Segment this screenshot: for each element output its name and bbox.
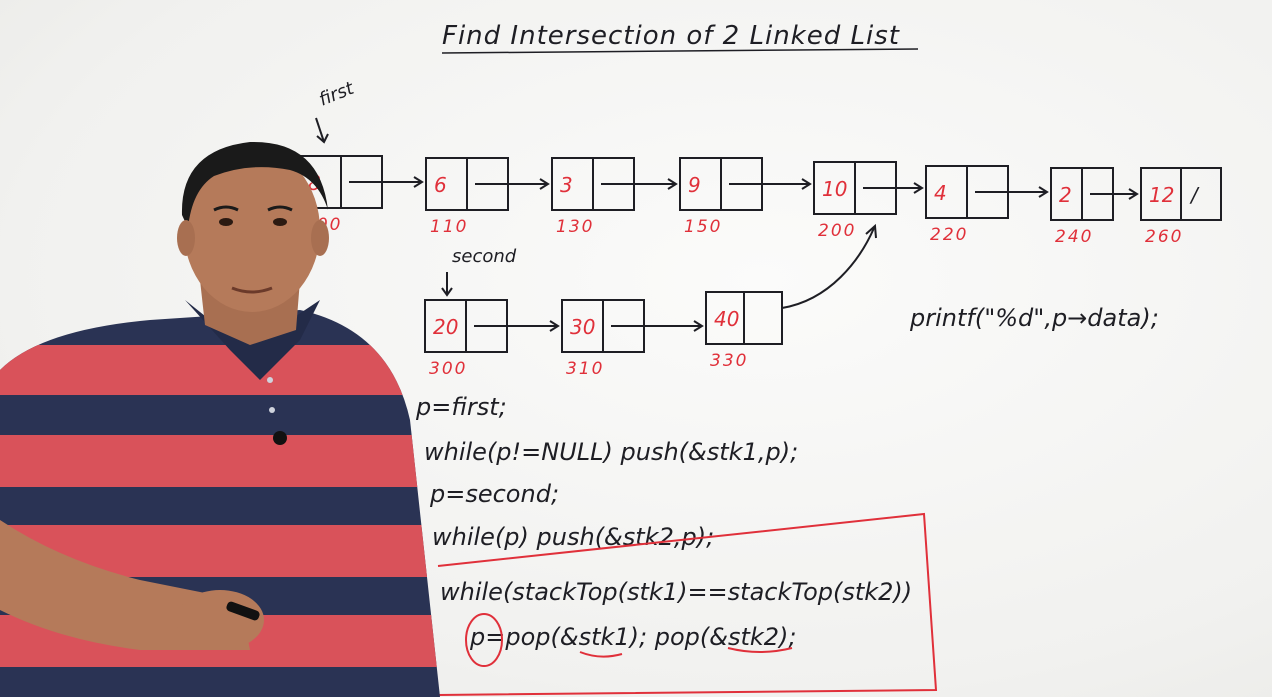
presenter xyxy=(0,141,440,697)
stk1-underline xyxy=(579,651,623,658)
code-line-3: p=second; xyxy=(429,480,559,508)
node-value: 10 xyxy=(822,177,847,201)
list1-node: 9 150 xyxy=(679,157,812,237)
first-label: first xyxy=(316,78,358,111)
intersection-arrow-head xyxy=(865,223,877,239)
link-arrow-head xyxy=(1128,188,1139,200)
node-value: 30 xyxy=(570,315,595,339)
p-circle xyxy=(465,613,503,667)
link-arrow-head xyxy=(1038,186,1049,198)
node-address: 130 xyxy=(556,217,594,237)
linked-list-second: 20 300 30 310 40 330 xyxy=(424,291,783,379)
printf-statement: printf("%d",p→data); xyxy=(909,304,1159,332)
node-value: 2 xyxy=(1059,183,1072,207)
title-underline xyxy=(441,48,919,54)
linked-list-first: 8100611031309150102004220224012260/ xyxy=(299,155,1222,247)
node-address: 220 xyxy=(930,225,968,245)
second-label: second xyxy=(452,246,517,267)
link-arrow-head xyxy=(549,320,560,332)
link-arrow-head xyxy=(913,182,924,194)
code-line-4: while(p) push(&stk2,p); xyxy=(432,523,714,551)
list2-node: 20 300 xyxy=(424,299,560,379)
list1-node: 6 110 xyxy=(425,157,550,237)
intersection-arrow xyxy=(781,227,875,309)
node-address: 260 xyxy=(1145,227,1183,247)
list1-node: 4 220 xyxy=(925,165,1049,245)
board-title: Find Intersection of 2 Linked List xyxy=(442,21,900,51)
list1-node: 12 260 / xyxy=(1140,167,1222,247)
list1-node: 2 240 xyxy=(1050,167,1139,247)
null-marker: / xyxy=(1189,183,1200,207)
link-arrow-head xyxy=(693,320,704,332)
node-address: 310 xyxy=(566,359,604,379)
node-value: 20 xyxy=(433,315,458,339)
node-value: 12 xyxy=(1149,183,1174,207)
node-address: 240 xyxy=(1055,227,1093,247)
link-arrow-head xyxy=(539,178,550,190)
highlight-box xyxy=(437,512,938,696)
node-value: 6 xyxy=(434,173,447,197)
link-arrow-head xyxy=(413,176,424,188)
code-line-2: while(p!=NULL) push(&stk1,p); xyxy=(424,438,798,466)
code-line-6: p=pop(&stk1); pop(&stk2); xyxy=(469,623,797,651)
node-value: 9 xyxy=(688,173,701,197)
node-address: 300 xyxy=(429,359,467,379)
list2-node: 40 330 xyxy=(705,291,783,371)
code-line-1: p=first; xyxy=(415,393,507,421)
node-address: 330 xyxy=(710,351,748,371)
node-address: 110 xyxy=(430,217,468,237)
first-arrow-head xyxy=(316,133,329,144)
link-arrow-head xyxy=(801,178,812,190)
link-arrow-head xyxy=(667,178,678,190)
node-value: 40 xyxy=(714,307,739,331)
node-value: 3 xyxy=(560,173,573,197)
node-address: 150 xyxy=(684,217,722,237)
second-arrow-head xyxy=(441,287,453,297)
list2-node: 30 310 xyxy=(561,299,704,379)
list1-node: 3 130 xyxy=(551,157,678,237)
stk2-underline xyxy=(727,647,793,653)
node-value: 4 xyxy=(934,181,947,205)
node-address: 200 xyxy=(818,221,856,241)
first-arrow xyxy=(315,117,325,143)
code-line-5: while(stackTop(stk1)==stackTop(stk2)) xyxy=(440,578,912,606)
list1-node: 10 200 xyxy=(813,161,924,241)
